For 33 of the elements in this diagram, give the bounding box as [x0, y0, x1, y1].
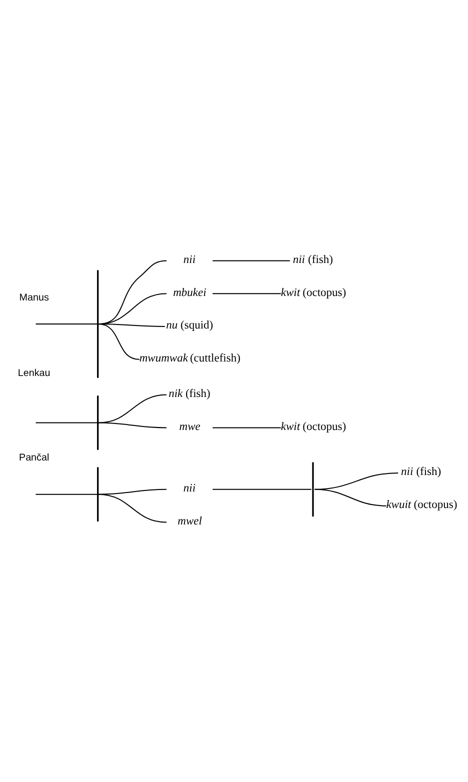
node-text: kwuit (octopus)	[386, 498, 458, 511]
node-text: kwit (octopus)	[280, 286, 346, 298]
node-bar	[97, 466, 99, 521]
node-bar	[97, 270, 99, 378]
connector	[98, 323, 166, 326]
node-text: mbukei	[173, 286, 206, 298]
node-text: mwel	[178, 515, 202, 528]
connector	[35, 323, 98, 324]
node-text: nik (fish)	[168, 388, 210, 400]
connector	[98, 394, 168, 423]
connector	[35, 493, 98, 494]
node-text: nii	[183, 253, 196, 266]
connector	[212, 292, 282, 294]
node-bar	[97, 395, 99, 450]
node-text: nii	[183, 482, 196, 494]
connector	[212, 260, 290, 261]
connector	[35, 422, 98, 423]
node-text: nii (fish)	[401, 466, 442, 478]
node-text: mwumwak (cuttlefish)	[139, 352, 240, 364]
node-text: nu (squid)	[166, 319, 214, 332]
label: Lenkau	[18, 367, 50, 378]
node-text: nii (fish)	[292, 253, 333, 266]
connector	[212, 488, 312, 490]
connector	[98, 493, 168, 522]
connector	[212, 426, 282, 428]
connector	[98, 323, 140, 360]
label: Manus	[19, 292, 49, 303]
connector	[314, 488, 387, 506]
node-bar	[312, 462, 314, 516]
connector	[98, 422, 168, 428]
node-text: mwe	[179, 420, 200, 432]
node-text: kwit (octopus)	[280, 420, 346, 432]
label: Pančal	[19, 452, 50, 464]
